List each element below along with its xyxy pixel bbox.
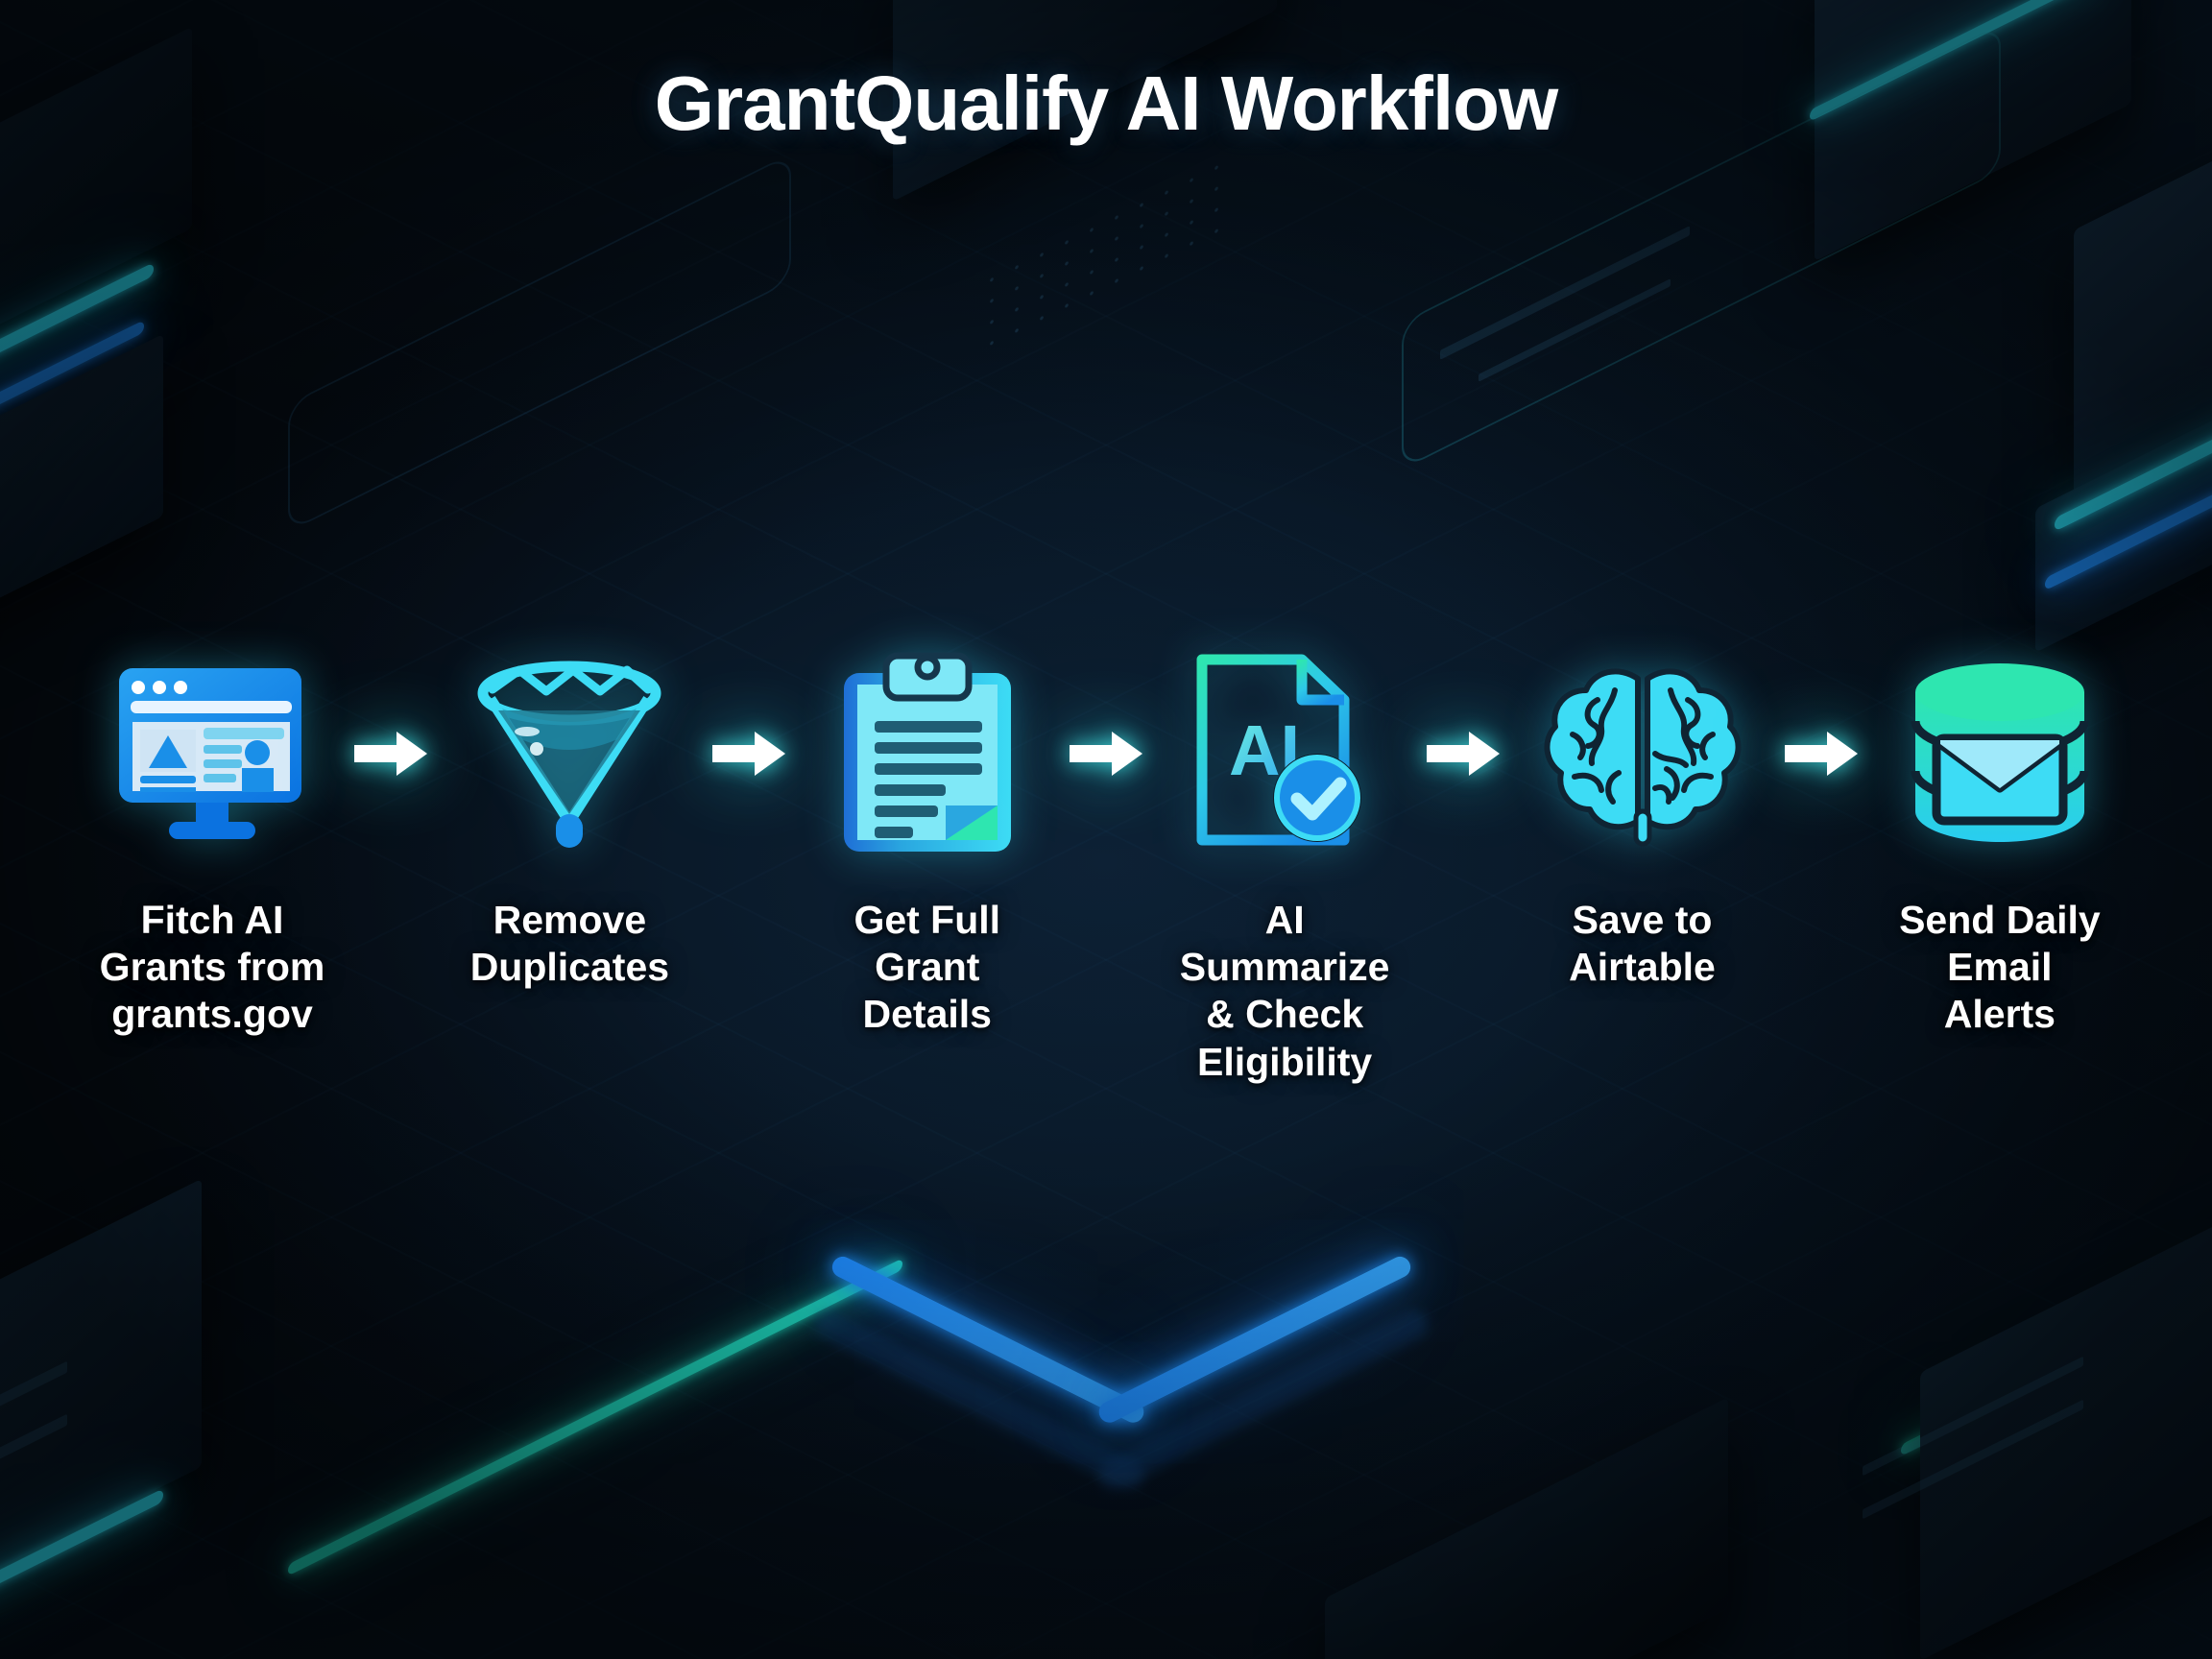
server-block-bottom-left: [0, 1178, 202, 1625]
page-title: GrantQualify AI Workflow: [654, 60, 1559, 146]
arrow-right-icon-1: [345, 634, 437, 874]
neon-chevron: [809, 1160, 1433, 1494]
circuit-trace-upper-left: [288, 153, 791, 533]
workflow-step-4-label: AI Summarize & Check Eligibility: [1179, 898, 1390, 1084]
panel-line-center-2: [1479, 278, 1671, 382]
database-email-icon: [1880, 634, 2120, 874]
chevron-shadow-right: [1094, 1305, 1433, 1494]
workflow-step-5-label: Save to Airtable: [1569, 898, 1716, 990]
neon-strip-bottom-sweep-2: [1901, 1243, 2212, 1456]
workflow-step-3-label: Get Full Grant Details: [854, 898, 1001, 1037]
workflow-step-5[interactable]: Save to Airtable: [1523, 634, 1763, 991]
arrow-right-icon-4: [1417, 634, 1509, 874]
chevron-arm-right: [1094, 1253, 1414, 1427]
workflow-step-3[interactable]: Get Full Grant Details: [807, 634, 1047, 1039]
funnel-filter-icon: [449, 634, 689, 874]
arrow-right-icon-2: [703, 634, 795, 874]
arrow-right-icon-3: [1060, 634, 1152, 874]
server-block-bottom-right: [1920, 1181, 2212, 1659]
chevron-arm-left: [829, 1253, 1148, 1427]
chevron-shadow-left: [809, 1305, 1149, 1494]
server-block-bottom-center: [1325, 1397, 1728, 1659]
neon-strip-bottom-left: [0, 1488, 163, 1636]
workflow-step-6-label: Send Daily Email Alerts: [1899, 898, 2101, 1037]
workflow-step-1-label: Fitch AI Grants from grants.gov: [99, 898, 325, 1037]
workflow-step-2-label: Remove Duplicates: [469, 898, 670, 990]
panel-line-center: [1440, 226, 1690, 360]
workflow-step-6[interactable]: Send Daily Email Alerts: [1880, 634, 2120, 1039]
server-vent-left-1: [0, 1360, 67, 1435]
dot-matrix-decor: [979, 151, 1229, 358]
workflow-step-1[interactable]: Fitch AI Grants from grants.gov: [92, 634, 332, 1039]
neon-strip-left-1: [0, 262, 154, 420]
server-tower-right-base: [2035, 336, 2212, 653]
neon-strip-bottom-sweep: [288, 1258, 902, 1576]
workflow-steps-row: Fitch AI Grants from grants.gov: [92, 634, 2120, 1086]
server-block-left-base: [0, 333, 163, 675]
brain-icon: [1523, 634, 1763, 874]
server-vent-right-2: [1863, 1399, 2083, 1520]
clipboard-document-icon: [807, 634, 1047, 874]
neon-strip-left-2: [0, 320, 144, 476]
workflow-step-4[interactable]: AI AI Summarize & Check Eligibility: [1165, 634, 1405, 1086]
ai-document-verified-icon: AI: [1165, 634, 1405, 874]
server-vent-right-1: [1863, 1356, 2083, 1477]
browser-window-monitor-icon: [92, 634, 332, 874]
server-vent-left-2: [0, 1413, 67, 1488]
neon-strip-right-2: [2045, 439, 2212, 591]
arrow-right-icon-5: [1775, 634, 1867, 874]
workflow-step-2[interactable]: Remove Duplicates: [449, 634, 689, 991]
neon-strip-right-1: [2055, 384, 2212, 532]
